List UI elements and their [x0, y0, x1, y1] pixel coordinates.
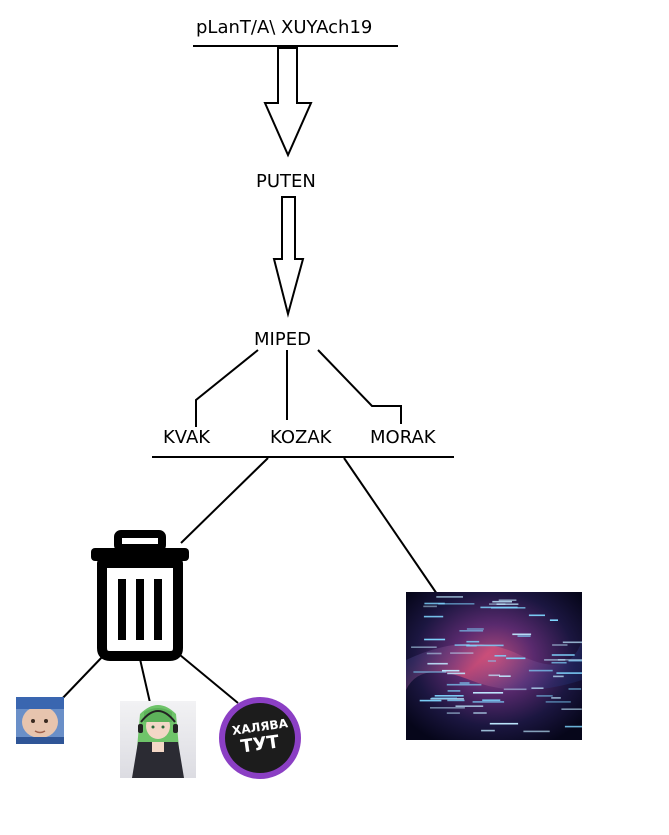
kvak-label: KVAK	[163, 427, 211, 448]
galaxy-text-streak	[466, 644, 504, 647]
galaxy-text-streak	[442, 669, 460, 672]
galaxy-text-streak	[562, 641, 582, 644]
galaxy-text-streak	[494, 655, 507, 657]
galaxy-text-streak	[466, 628, 484, 630]
galaxy-text-streak	[447, 699, 465, 702]
line-trash-to-baby	[57, 654, 105, 704]
galaxy-text-streak	[568, 659, 582, 662]
galaxy-text-streak	[447, 690, 461, 692]
arrow-top-to-puten	[263, 47, 313, 158]
galaxy-text-streak	[424, 602, 445, 605]
galaxy-text-streak	[512, 633, 532, 636]
galaxy-text-streak	[459, 630, 484, 632]
galaxy-text-streak	[503, 688, 527, 691]
galaxy-text-streak	[551, 697, 561, 699]
galaxy-text-streak	[544, 659, 566, 661]
anime-girl-picture	[120, 701, 196, 778]
galaxy-text-streak	[423, 605, 437, 608]
galaxy-text-streak	[531, 687, 544, 689]
galaxy-text-streak	[498, 599, 517, 601]
galaxy-text-streak	[424, 638, 446, 641]
galaxy-text-streak	[568, 688, 582, 690]
galaxy-text-streak	[423, 615, 444, 618]
galaxy-text-streak	[419, 699, 442, 702]
puten-label: PUTEN	[256, 171, 316, 192]
galaxy-text-streak	[447, 672, 466, 675]
miped-label: MIPED	[254, 329, 311, 350]
morak-label: MORAK	[370, 427, 436, 448]
galaxy-text-streak	[450, 652, 474, 654]
galaxy-text-streak	[523, 730, 550, 733]
arrow-puten-to-miped	[272, 196, 305, 318]
galaxy-text-streak	[549, 619, 558, 621]
galaxy-text-streak	[506, 657, 526, 660]
galaxy-text-streak	[473, 712, 487, 714]
galaxy-text-streak	[556, 672, 582, 674]
line-to-trash	[180, 457, 269, 544]
galaxy-text-streak	[454, 644, 470, 646]
branch-miped-morak	[317, 349, 402, 424]
line-trash-to-anime	[139, 658, 152, 708]
galaxy-text-streak	[545, 701, 571, 703]
galaxy-text-streak	[413, 671, 447, 673]
galaxy-text-streak	[499, 675, 511, 677]
galaxy-text-streak	[411, 646, 437, 648]
galaxy-text-streak	[466, 640, 480, 643]
galaxy-text-streak	[438, 603, 475, 605]
galaxy-text-streak	[536, 695, 553, 697]
galaxy-text-streak	[446, 712, 460, 714]
branch-miped-kvak	[195, 349, 259, 427]
galaxy-text-streak	[446, 683, 482, 686]
galaxy-text-streak	[473, 692, 504, 694]
galaxy-text-streak	[489, 722, 519, 725]
galaxy-text-streak	[487, 660, 496, 662]
galaxy-text-streak	[553, 675, 564, 678]
trash-icon	[91, 530, 189, 661]
galaxy-text-streak	[488, 674, 500, 677]
line-to-galaxy	[343, 457, 438, 595]
galaxy-text-streak	[431, 697, 457, 699]
galaxy-text-streak	[482, 699, 501, 701]
galaxy-text-streak	[427, 662, 448, 665]
galaxy-text-streak	[480, 606, 518, 609]
galaxy-text-streak	[430, 707, 465, 709]
galaxy-text-streak	[472, 701, 505, 703]
galaxy-text-streak	[551, 661, 567, 664]
galaxy-text-streak	[459, 682, 470, 684]
galaxy-text-streak	[455, 705, 484, 707]
top-label: pLanT/A\ XUYAch19	[196, 17, 373, 38]
baby-photo	[16, 697, 64, 744]
galaxy-text-streak	[426, 652, 442, 655]
galaxy-text-streak	[561, 708, 582, 710]
kozak-label: KOZAK	[270, 427, 332, 448]
galaxy-text-streak	[496, 603, 519, 605]
galaxy-text-streak	[564, 725, 582, 728]
line-trash-to-badge	[179, 654, 239, 704]
halyava-badge	[219, 697, 301, 779]
galaxy-text-streak	[552, 644, 568, 646]
galaxy-text-streak	[434, 695, 464, 697]
galaxy-text-streak	[517, 635, 531, 637]
galaxy-text-streak	[481, 729, 495, 732]
galaxy-text-streak	[436, 596, 463, 598]
galaxy-text-streak	[528, 614, 545, 617]
galaxy-text-streak	[557, 659, 582, 661]
galaxy-text-picture	[406, 592, 582, 740]
galaxy-text-streak	[551, 654, 575, 656]
galaxy-text-streak	[528, 669, 553, 672]
galaxy-text-streak	[492, 600, 512, 603]
